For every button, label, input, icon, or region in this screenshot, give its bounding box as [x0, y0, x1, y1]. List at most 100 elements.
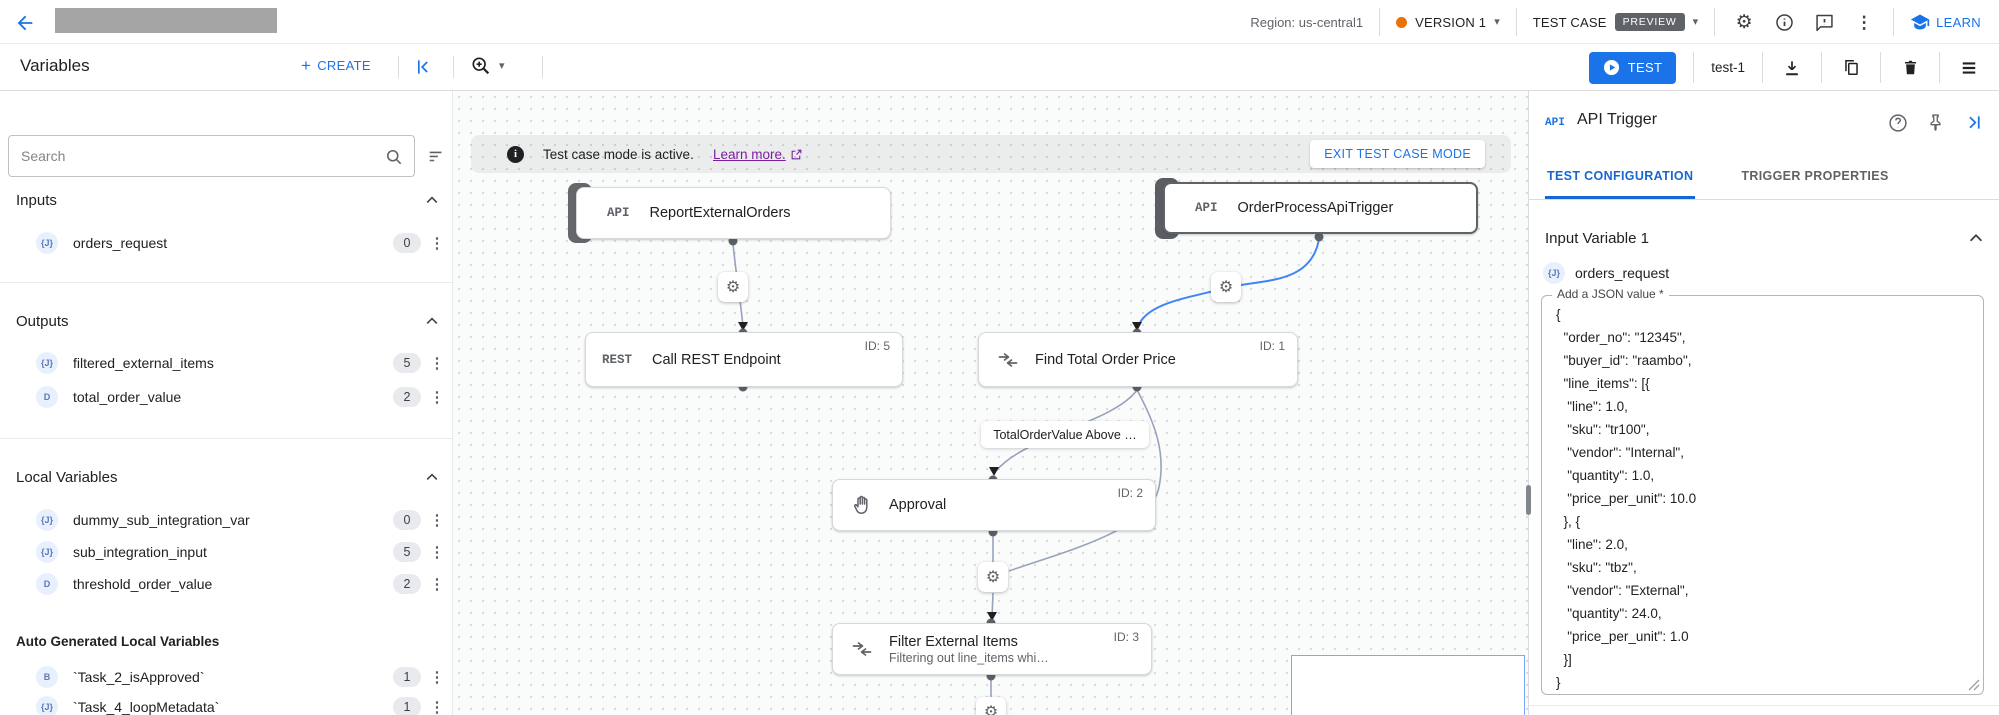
- panel-resize-handle[interactable]: [1526, 485, 1531, 515]
- chevron-up-icon[interactable]: [424, 469, 440, 485]
- info-icon: i: [507, 145, 524, 163]
- help-icon[interactable]: [1887, 112, 1909, 134]
- version-dropdown[interactable]: VERSION 1 ▾: [1396, 15, 1500, 30]
- variable-row[interactable]: {J} `Task_4_loopMetadata` 1 ⋮: [0, 692, 452, 715]
- variable-row[interactable]: {J} dummy_sub_integration_var 0 ⋮: [0, 505, 452, 535]
- more-vert-icon[interactable]: ⋮: [429, 512, 445, 529]
- variable-row[interactable]: {J} orders_request 0 ⋮: [0, 228, 452, 258]
- json-value-field: Add a JSON value * { "order_no": "12345"…: [1541, 287, 1984, 695]
- json-type-chip: {J}: [1543, 262, 1565, 284]
- section-header-local-variables: Local Variables: [16, 469, 118, 486]
- test-case-name[interactable]: test-1: [1711, 60, 1745, 75]
- tab-test-configuration[interactable]: TEST CONFIGURATION: [1545, 156, 1696, 199]
- json-type-chip: {J}: [36, 509, 58, 531]
- collapse-panel-icon[interactable]: [1963, 112, 1985, 134]
- variable-row[interactable]: D threshold_order_value 2 ⋮: [0, 569, 452, 599]
- count-badge: 0: [393, 510, 421, 530]
- tab-trigger-properties[interactable]: TRIGGER PROPERTIES: [1741, 169, 1889, 183]
- more-vert-icon[interactable]: ⋮: [429, 389, 445, 406]
- edge-gear-icon[interactable]: ⚙: [1211, 272, 1241, 302]
- test-case-dropdown[interactable]: TEST CASE PREVIEW ▾: [1533, 13, 1698, 31]
- learn-button[interactable]: LEARN: [1910, 12, 1981, 32]
- count-badge: 5: [393, 542, 421, 562]
- learn-more-link[interactable]: Learn more.: [713, 147, 803, 162]
- version-label: VERSION 1: [1415, 14, 1487, 30]
- json-type-chip: {J}: [36, 232, 58, 254]
- external-link-icon: [790, 148, 803, 161]
- double-type-chip: D: [36, 386, 58, 408]
- node-order-process-api-trigger[interactable]: API OrderProcessApiTrigger: [1163, 182, 1478, 234]
- json-type-chip: {J}: [36, 541, 58, 563]
- variable-name: dummy_sub_integration_var: [73, 512, 250, 528]
- more-vert-icon[interactable]: ⋮: [429, 544, 445, 561]
- boolean-type-chip: B: [36, 666, 58, 688]
- create-variable-button[interactable]: + CREATE: [301, 56, 371, 75]
- variable-row[interactable]: B `Task_2_isApproved` 1 ⋮: [0, 662, 452, 692]
- json-value-input[interactable]: { "order_no": "12345", "buyer_id": "raam…: [1556, 307, 1697, 690]
- api-trigger-config-panel: API API Trigger TEST CONFI: [1526, 91, 1999, 715]
- pin-icon[interactable]: [1925, 112, 1947, 134]
- resize-handle-icon[interactable]: [1968, 679, 1980, 691]
- plus-icon: +: [301, 56, 312, 75]
- chevron-up-icon[interactable]: [424, 313, 440, 329]
- divider: [453, 56, 454, 78]
- panel-header: API API Trigger: [1529, 91, 1999, 156]
- more-vert-icon[interactable]: ⋮: [429, 669, 445, 686]
- collapse-sidebar-icon[interactable]: [413, 57, 433, 77]
- variable-row[interactable]: {J} sub_integration_input 5 ⋮: [0, 537, 452, 567]
- count-badge: 0: [393, 233, 421, 253]
- divider: [1529, 705, 1999, 706]
- search-input[interactable]: [9, 136, 414, 176]
- more-vert-icon[interactable]: ⋮: [429, 235, 445, 252]
- more-vert-icon[interactable]: ⋮: [429, 576, 445, 593]
- more-vert-icon[interactable]: ⋮: [429, 355, 445, 372]
- note-box[interactable]: [1291, 655, 1525, 715]
- variable-row[interactable]: D total_order_value 2 ⋮: [0, 382, 452, 412]
- edge-gear-icon[interactable]: ⚙: [718, 272, 748, 302]
- preview-badge: PREVIEW: [1614, 13, 1685, 31]
- rest-kind-label: REST: [602, 352, 633, 367]
- node-approval[interactable]: Approval ID: 2: [832, 479, 1156, 531]
- info-icon[interactable]: [1771, 9, 1797, 35]
- divider: [1939, 52, 1940, 83]
- banner-text: Test case mode is active.: [543, 146, 694, 162]
- sort-icon[interactable]: [427, 147, 445, 165]
- test-button[interactable]: TEST: [1588, 51, 1677, 84]
- chevron-up-icon[interactable]: [424, 192, 440, 208]
- delete-trash-icon[interactable]: [1898, 56, 1922, 80]
- count-badge: 5: [393, 353, 421, 373]
- divider: [1714, 8, 1716, 36]
- edge-gear-icon[interactable]: ⚙: [978, 562, 1008, 592]
- count-badge: 1: [393, 697, 421, 715]
- chevron-down-icon: ▾: [499, 59, 505, 72]
- variable-name: orders_request: [73, 235, 168, 251]
- input-variable-section-title: Input Variable 1: [1545, 230, 1649, 247]
- node-report-external-orders[interactable]: API ReportExternalOrders: [576, 187, 891, 239]
- download-icon[interactable]: [1780, 56, 1804, 80]
- more-vert-icon[interactable]: ⋮: [1855, 12, 1873, 32]
- chevron-down-icon: ▾: [1692, 15, 1699, 28]
- edge-gear-icon[interactable]: ⚙: [976, 697, 1006, 715]
- variable-row[interactable]: {J} filtered_external_items 5 ⋮: [0, 348, 452, 378]
- task-id-label: ID: 5: [864, 339, 890, 353]
- copy-icon[interactable]: [1839, 56, 1863, 80]
- zoom-control-dropdown[interactable]: ▾: [470, 55, 505, 77]
- node-find-total-order-price[interactable]: Find Total Order Price ID: 1: [978, 332, 1298, 387]
- learn-label: LEARN: [1936, 14, 1981, 30]
- count-badge: 2: [393, 387, 421, 407]
- variable-name: threshold_order_value: [73, 576, 213, 592]
- node-call-rest-endpoint[interactable]: REST Call REST Endpoint ID: 5: [585, 332, 903, 387]
- feedback-icon[interactable]: [1811, 9, 1837, 35]
- settings-gear-icon[interactable]: ⚙: [1735, 11, 1753, 33]
- variables-sidebar: Inputs {J} orders_request 0 ⋮ Outputs {J…: [0, 91, 452, 715]
- menu-list-icon[interactable]: [1957, 56, 1981, 80]
- exit-test-case-mode-button[interactable]: EXIT TEST CASE MODE: [1310, 140, 1485, 168]
- node-filter-external-items[interactable]: Filter External Items Filtering out line…: [832, 623, 1152, 675]
- back-arrow-icon[interactable]: [14, 12, 36, 34]
- panel-tabs: TEST CONFIGURATION TRIGGER PROPERTIES: [1529, 156, 1999, 200]
- edge-condition-label[interactable]: TotalOrderValue Above …: [981, 421, 1149, 448]
- more-vert-icon[interactable]: ⋮: [429, 699, 445, 715]
- chevron-up-icon[interactable]: [1967, 229, 1985, 247]
- search-icon[interactable]: [384, 147, 404, 167]
- integration-canvas[interactable]: i Test case mode is active. Learn more. …: [452, 91, 1528, 715]
